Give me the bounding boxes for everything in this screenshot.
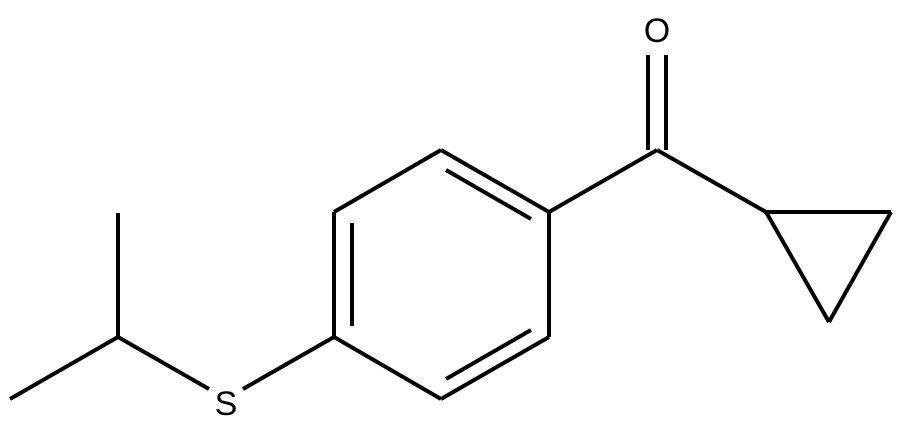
cyclopropyl-bond-right [827, 211, 893, 323]
oxygen-atom-label: O [644, 12, 670, 50]
ring-inner-double-bond-upper [445, 168, 532, 221]
cyclopropyl-bond-left [764, 211, 831, 323]
bond-ring-to-carbonyl [548, 148, 658, 214]
ring-bond-bottom-left [332, 335, 443, 401]
bond-carbonyl-to-cyclopropyl [656, 148, 767, 214]
ring-bond-bottom-right [440, 335, 550, 401]
ring-bond-top-right [440, 148, 550, 214]
isopropyl-methyl-left [9, 335, 119, 401]
sulfur-atom-label: S [215, 385, 238, 423]
ring-inner-double-bond-right [445, 328, 532, 381]
ring-bond-top-left [332, 148, 443, 214]
bond-sulfur-to-isopropyl [117, 335, 210, 391]
bond-ring-to-sulfur [242, 335, 335, 391]
